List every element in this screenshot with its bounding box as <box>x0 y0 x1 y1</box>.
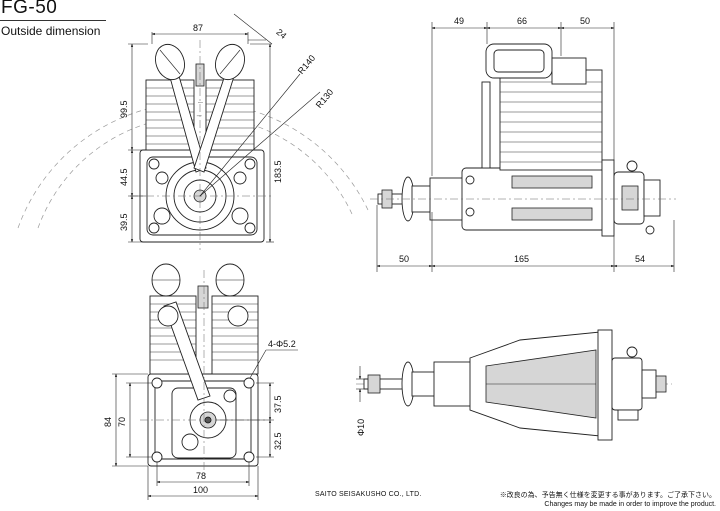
rear-hole-callout: 4-Φ5.2 <box>268 339 296 349</box>
top-front-housing <box>433 361 475 407</box>
side-bottom-right-label: 54 <box>635 254 645 264</box>
side-top-mid-label: 66 <box>517 16 527 26</box>
rear-height-total-label: 84 <box>103 417 113 427</box>
side-cylinder <box>499 69 603 171</box>
title-underline <box>0 20 106 21</box>
rear-height-inner-label: 70 <box>117 417 127 427</box>
rear-width-total-label: 100 <box>193 485 208 495</box>
rear-mount-hole <box>151 377 163 389</box>
side-bottom-left-label: 50 <box>399 254 409 264</box>
front-height-total-label: 183.5 <box>273 160 283 183</box>
side-view: 49 66 50 50 165 54 <box>370 16 676 272</box>
front-angle-label: 24 <box>274 27 288 41</box>
top-shaft-dia-label: Φ10 <box>356 419 366 436</box>
model-title: FG-50 <box>1 0 58 18</box>
front-height-upper-label: 99.5 <box>119 100 129 118</box>
change-notice-jp: ※改良の為、予告無く仕様を変更する事があります。ご了承下さい。 <box>499 492 716 499</box>
company-name: SAITO SEISAKUSHO CO., LTD. <box>315 491 422 498</box>
side-rear-plate <box>601 159 615 237</box>
side-bottom-mid-label: 165 <box>514 254 529 264</box>
front-view: 87 24 R140 R130 99.5 44.5 39.5 183.5 <box>17 13 369 250</box>
top-carburetor <box>611 357 643 411</box>
drawing-subtitle: Outside dimension <box>1 24 101 38</box>
sweep-arc-outer <box>17 102 369 229</box>
rear-width-inner-label: 78 <box>196 471 206 481</box>
side-pushrod-tube <box>481 81 491 169</box>
rear-right-lower-label: 32.5 <box>273 432 283 450</box>
rear-view: 4-Φ5.2 84 70 37.5 32.5 78 100 <box>103 263 298 500</box>
top-rear-plate <box>597 329 613 441</box>
side-top-right-label: 50 <box>580 16 590 26</box>
change-notice-en: Changes may be made in order to improve … <box>544 501 716 508</box>
front-radius1-label: R140 <box>296 53 317 76</box>
front-height-mid-label: 44.5 <box>119 168 129 186</box>
front-width-top-label: 87 <box>193 23 203 33</box>
side-top-left-label: 49 <box>454 16 464 26</box>
front-radius2-label: R130 <box>314 87 335 110</box>
rear-right-upper-label: 37.5 <box>273 395 283 413</box>
front-height-lower-label: 39.5 <box>119 213 129 231</box>
top-view: Φ10 <box>356 329 672 441</box>
